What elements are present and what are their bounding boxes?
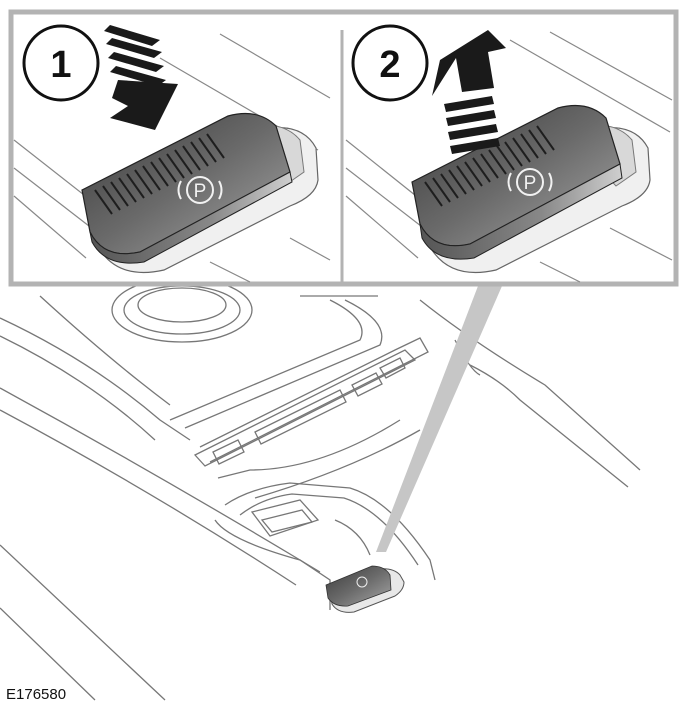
parking-brake-switch-pressed: P xyxy=(81,113,293,264)
center-console-illustration xyxy=(0,277,641,701)
rotary-knob-inner-ring xyxy=(137,287,227,323)
down-arrow-icon xyxy=(104,25,178,130)
callout-pointer xyxy=(376,286,502,552)
figure-reference-code: E176580 xyxy=(6,686,67,703)
step-1-badge xyxy=(22,24,100,102)
console-button-strip xyxy=(193,337,429,467)
small-parking-brake-switch xyxy=(325,565,405,613)
up-arrow-icon xyxy=(432,30,506,154)
switch-symbol-label: P xyxy=(194,181,207,202)
step-1-panel: P 1 xyxy=(13,24,331,283)
step-2-number: 2 xyxy=(379,44,400,86)
step-2-badge xyxy=(351,24,429,102)
switch-recess xyxy=(214,482,436,610)
parking-brake-symbol-icon: P xyxy=(177,176,223,204)
grip-ridges xyxy=(424,125,555,207)
switch-symbol-label: P xyxy=(524,173,537,194)
grip-ridges xyxy=(94,133,225,215)
parking-brake-symbol-icon: P xyxy=(507,168,553,196)
parking-brake-switch-pulled: P xyxy=(411,105,623,260)
step-1-number: 1 xyxy=(50,44,71,86)
step-2-panel: P 2 xyxy=(345,24,673,283)
